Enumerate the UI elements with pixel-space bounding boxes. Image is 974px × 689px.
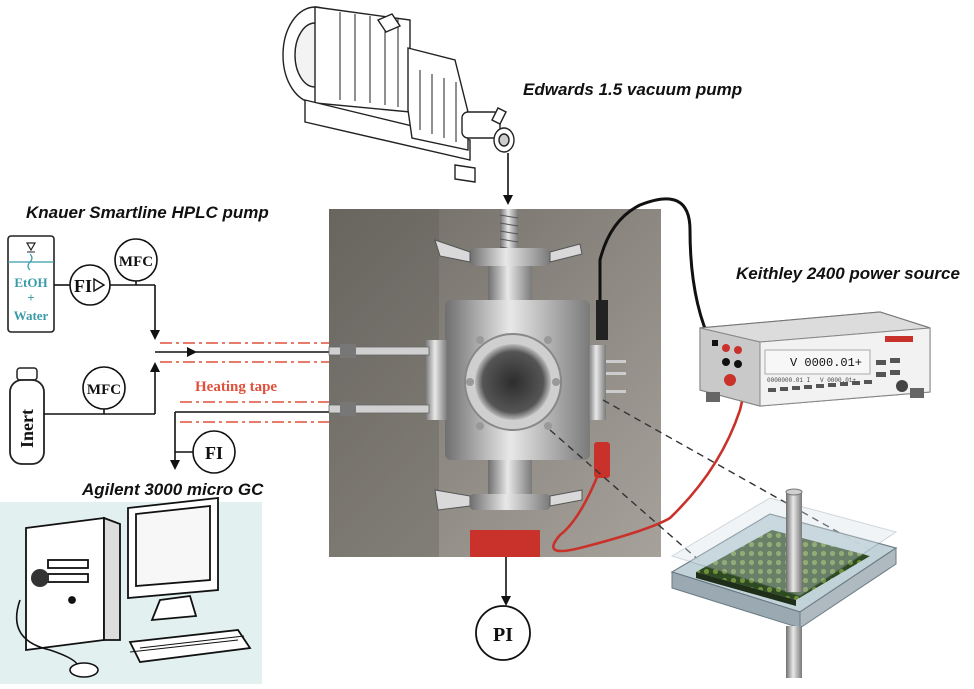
liquid-level-icon bbox=[25, 242, 37, 252]
speaker-icon bbox=[31, 569, 49, 587]
reservoir-line2: + bbox=[27, 290, 34, 305]
keithley-display-sub2: V 0000.01+ bbox=[820, 377, 856, 384]
vacuum-pump-label: Edwards 1.5 vacuum pump bbox=[523, 80, 742, 99]
keithley-display-sub1: 0000000.01 I bbox=[767, 377, 810, 384]
reservoir-line1: EtOH bbox=[14, 275, 47, 290]
cylinder-label: Inert bbox=[17, 409, 37, 448]
pi-indicator: PI bbox=[475, 605, 531, 661]
cell-inset bbox=[670, 488, 898, 678]
heating-tape-label: Heating tape bbox=[195, 379, 277, 395]
fi-gc-label: FI bbox=[205, 443, 223, 463]
hplc-pump-label: Knauer Smartline HPLC pump bbox=[26, 203, 269, 222]
mfc-bottom: MFC bbox=[82, 366, 126, 414]
keithley-display-main: V 0000.01+ bbox=[790, 356, 862, 370]
reactor-photo bbox=[328, 209, 661, 557]
inert-gas-cylinder: Inert bbox=[9, 367, 45, 465]
pi-label: PI bbox=[493, 624, 513, 646]
mfc-top-label: MFC bbox=[119, 254, 153, 270]
reservoir-line3: Water bbox=[14, 308, 49, 323]
mfc-top: MFC bbox=[114, 238, 158, 285]
computer-illustration bbox=[0, 496, 262, 684]
reservoir: EtOH + Water bbox=[7, 235, 55, 333]
fi-gc-indicator: FI bbox=[175, 430, 236, 474]
mouse-icon bbox=[69, 662, 99, 678]
keithley-instrument: V 0000.01+ 0000000.01 I V 0000.01+ bbox=[699, 311, 931, 407]
micro-gc-label: Agilent 3000 micro GC bbox=[81, 480, 264, 499]
fi-flow-indicator: FI bbox=[69, 264, 111, 306]
vacuum-pump-drawing bbox=[282, 6, 515, 183]
power-source-label: Keithley 2400 power source bbox=[736, 264, 960, 283]
mfc-bottom-label: MFC bbox=[87, 382, 121, 398]
flow-direction-icon bbox=[93, 277, 106, 293]
fi-flow-label: FI bbox=[74, 276, 92, 296]
